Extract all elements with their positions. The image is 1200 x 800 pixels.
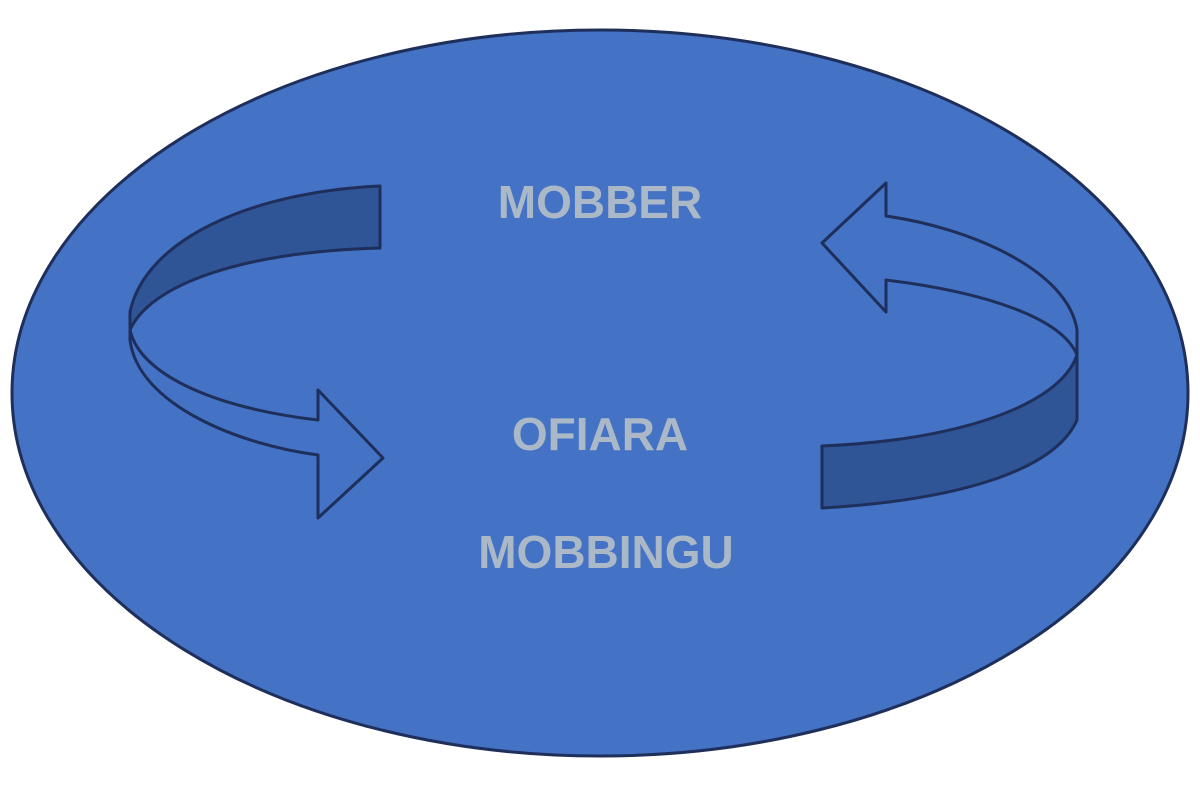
right-cycle-arrow [820,181,1079,510]
mobber-label: MOBBER [498,176,702,228]
victim-label-line1: OFIARA [512,408,688,460]
right-arrow-inner-face [820,353,1079,510]
right-arrow-front-face [820,181,1079,357]
left-arrow-front-face [128,310,385,520]
left-cycle-arrow [128,184,385,520]
victim-label-line2: MOBBINGU [478,526,734,578]
